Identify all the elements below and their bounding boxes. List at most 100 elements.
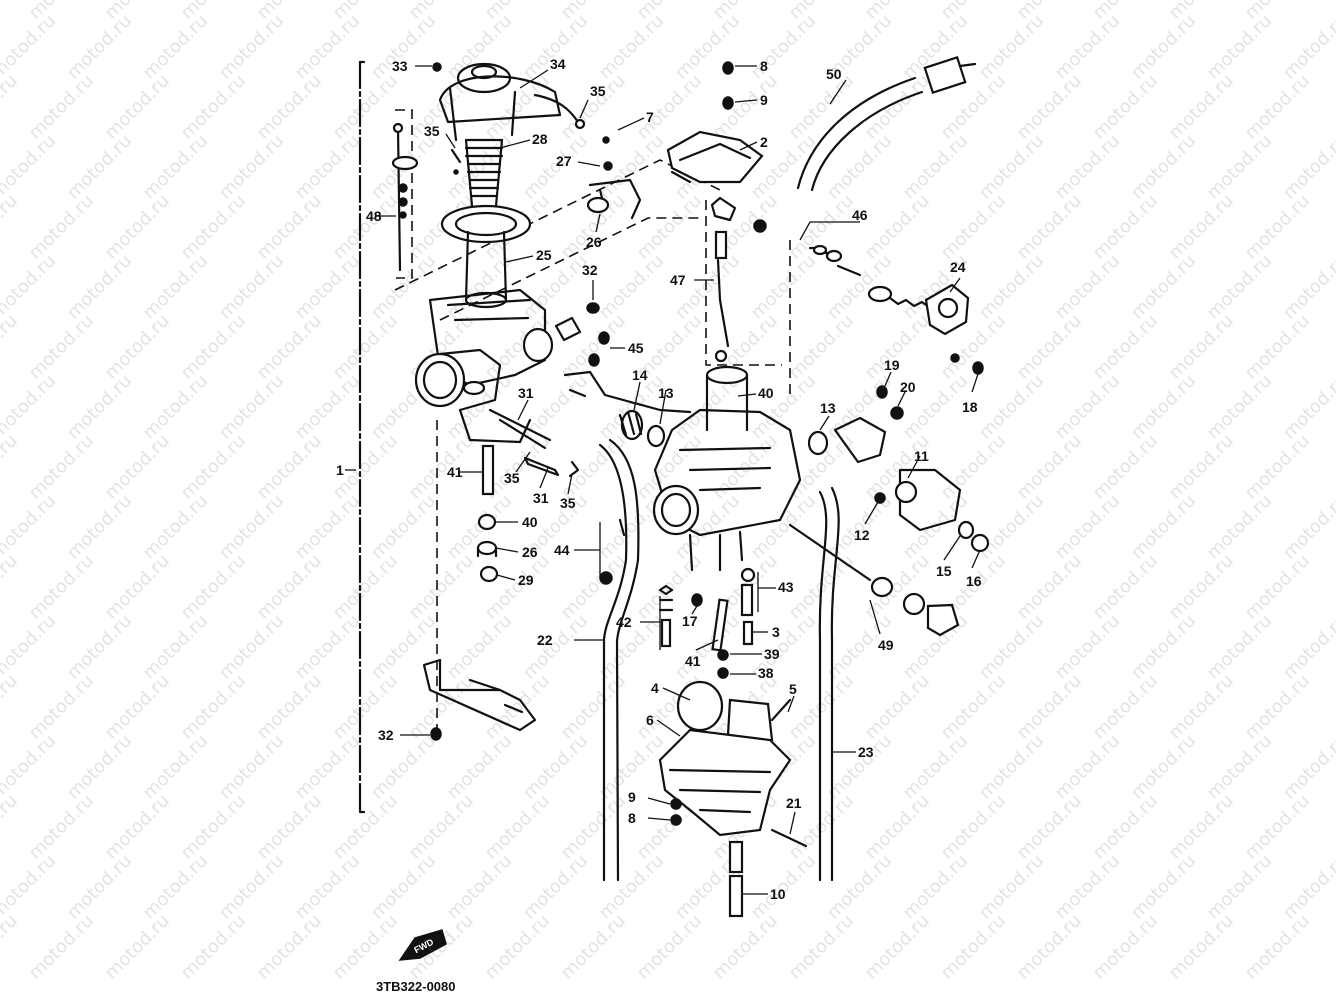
watermark-text: motod.ru: [291, 730, 364, 803]
watermark-text: motod.ru: [329, 70, 402, 143]
watermark-text: motod.ru: [0, 670, 22, 743]
watermark-text: motod.ru: [139, 250, 212, 323]
watermark-text: motod.ru: [139, 610, 212, 683]
watermark-text: motod.ru: [443, 850, 516, 923]
watermark-text: motod.ru: [101, 430, 174, 503]
callout-22: 23: [858, 744, 874, 760]
callout-8: 8: [760, 58, 768, 74]
watermark-text: motod.ru: [443, 130, 516, 203]
watermark-text: motod.ru: [405, 790, 478, 863]
callout-14: 14: [632, 367, 648, 383]
watermark-text: motod.ru: [1051, 610, 1124, 683]
watermark-text: motod.ru: [1279, 370, 1336, 443]
callout-50: 50: [826, 66, 842, 82]
watermark-text: motod.ru: [101, 190, 174, 263]
callout-5: 5: [789, 681, 797, 697]
watermark-text: motod.ru: [975, 130, 1048, 203]
callout-19: 19: [884, 357, 900, 373]
watermark-text: motod.ru: [253, 430, 326, 503]
watermark-text: motod.ru: [1203, 130, 1276, 203]
watermark-text: motod.ru: [519, 250, 592, 323]
watermark-text: motod.ru: [1279, 850, 1336, 923]
watermark-text: motod.ru: [1279, 250, 1336, 323]
watermark-text: motod.ru: [899, 130, 972, 203]
callout-7: 7: [646, 109, 654, 125]
watermark-text: motod.ru: [937, 790, 1010, 863]
callout-40: 40: [522, 514, 538, 530]
callout-33: 33: [392, 58, 408, 74]
watermark-text: motod.ru: [215, 490, 288, 563]
watermark-text: motod.ru: [291, 370, 364, 443]
watermark-text: motod.ru: [1051, 850, 1124, 923]
watermark-text: motod.ru: [0, 70, 22, 143]
callout-26: 26: [522, 544, 538, 560]
watermark-text: motod.ru: [1127, 610, 1200, 683]
callout-20: 20: [900, 379, 916, 395]
watermark-text: motod.ru: [215, 610, 288, 683]
watermark-text: motod.ru: [823, 850, 896, 923]
watermark-text: motod.ru: [595, 10, 668, 83]
watermark-text: motod.ru: [215, 130, 288, 203]
callout-2: 2: [760, 134, 768, 150]
watermark-text: motod.ru: [177, 670, 250, 743]
watermark-text: motod.ru: [63, 730, 136, 803]
watermark-text: motod.ru: [709, 910, 782, 983]
watermark-text: motod.ru: [1013, 430, 1086, 503]
watermark-text: motod.ru: [975, 490, 1048, 563]
watermark-text: motod.ru: [0, 430, 22, 503]
watermark-text: motod.ru: [747, 250, 820, 323]
callout-45: 45: [628, 340, 644, 356]
watermark-text: motod.ru: [1203, 610, 1276, 683]
watermark-text: motod.ru: [253, 190, 326, 263]
watermark-text: motod.ru: [139, 370, 212, 443]
watermark-text: motod.ru: [177, 790, 250, 863]
watermark-text: motod.ru: [215, 10, 288, 83]
watermark-text: motod.ru: [1127, 250, 1200, 323]
watermark-text: motod.ru: [937, 910, 1010, 983]
watermark-text: motod.ru: [595, 850, 668, 923]
watermark-text: motod.ru: [25, 910, 98, 983]
callout-8: 8: [628, 810, 636, 826]
watermark-text: motod.ru: [1165, 430, 1238, 503]
watermark-text: motod.ru: [1241, 430, 1314, 503]
watermark-text: motod.ru: [405, 430, 478, 503]
watermark-text: motod.ru: [405, 550, 478, 623]
watermark-text: motod.ru: [823, 730, 896, 803]
callout-36: 38: [758, 665, 774, 681]
callout-11: 11: [914, 448, 929, 464]
watermark-text: motod.ru: [557, 70, 630, 143]
watermark-text: motod.ru: [139, 850, 212, 923]
callout-39: 41: [685, 653, 701, 669]
watermark-text: motod.ru: [1241, 670, 1314, 743]
callout-13: 13: [658, 385, 674, 401]
callout-47: 47: [670, 272, 686, 288]
watermark-text: motod.ru: [177, 190, 250, 263]
watermark-text: motod.ru: [633, 70, 706, 143]
watermark-text: motod.ru: [1279, 610, 1336, 683]
watermark-text: motod.ru: [1165, 910, 1238, 983]
callout-35: 35: [504, 470, 520, 486]
callout-35: 35: [560, 495, 576, 511]
watermark-text: motod.ru: [291, 610, 364, 683]
watermark-text: motod.ru: [519, 370, 592, 443]
watermark-text: motod.ru: [481, 790, 554, 863]
watermark-text: motod.ru: [1279, 490, 1336, 563]
callout-9: 9: [628, 789, 636, 805]
watermark-text: motod.ru: [329, 790, 402, 863]
watermark-text: motod.ru: [0, 190, 22, 263]
watermark-text: motod.ru: [291, 850, 364, 923]
watermark-text: motod.ru: [975, 370, 1048, 443]
callout-6: 6: [646, 712, 654, 728]
watermark-text: motod.ru: [595, 250, 668, 323]
watermark-text: motod.ru: [139, 730, 212, 803]
watermark-text: motod.ru: [253, 790, 326, 863]
watermark-text: motod.ru: [177, 310, 250, 383]
callout-48: 48: [366, 208, 382, 224]
watermark-text: motod.ru: [0, 790, 22, 863]
watermark-text: motod.ru: [975, 10, 1048, 83]
watermark-text: motod.ru: [1127, 370, 1200, 443]
watermark-text: motod.ru: [709, 430, 782, 503]
watermark-text: motod.ru: [1089, 790, 1162, 863]
callout-32: 32: [582, 262, 598, 278]
